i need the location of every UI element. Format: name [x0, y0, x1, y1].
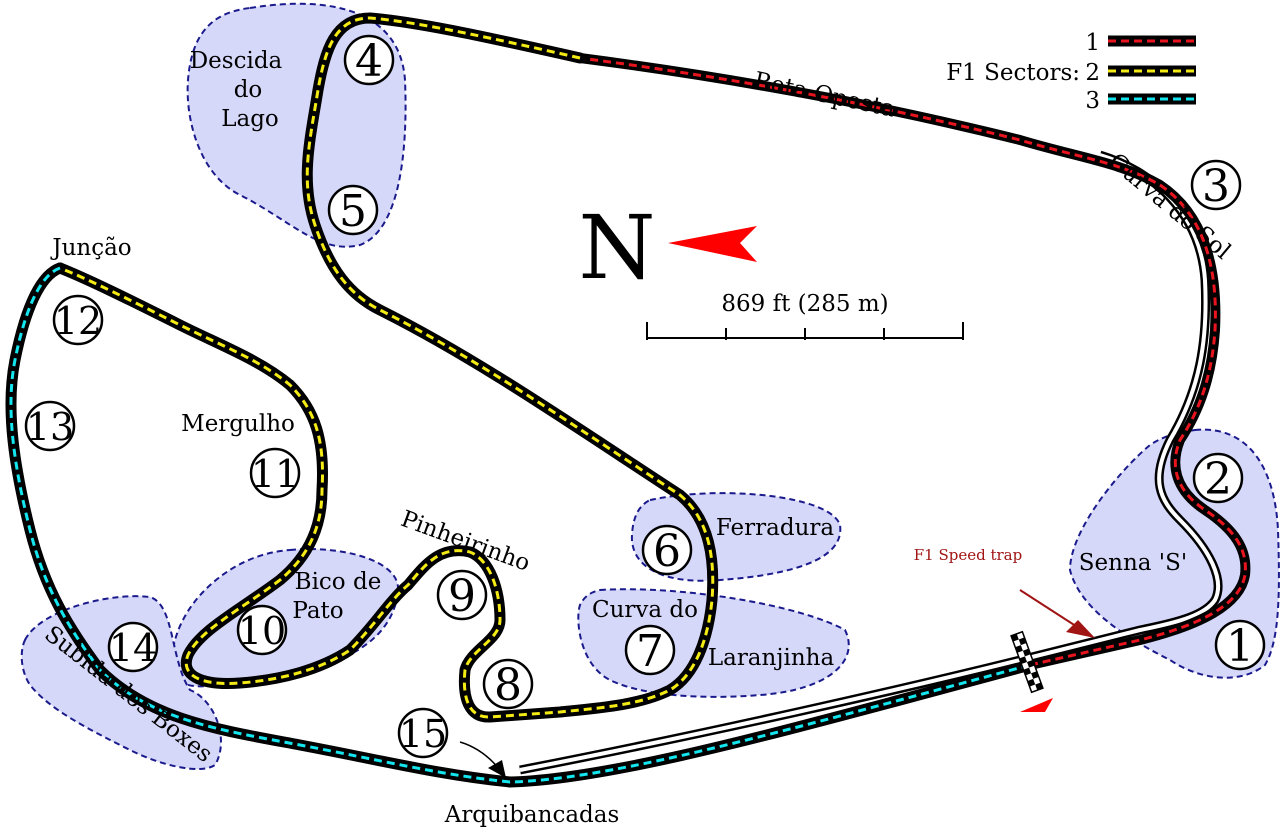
- svg-text:11: 11: [251, 452, 299, 496]
- corner-12: 12: [52, 294, 104, 346]
- compass: N: [579, 196, 757, 299]
- label-curva-do: Curva do: [592, 597, 698, 623]
- legend-label-3: 3: [1085, 88, 1100, 114]
- svg-text:10: 10: [238, 609, 286, 653]
- track-sector-1: [575, 53, 1251, 670]
- label-bico-line-1: Bico de: [295, 569, 382, 595]
- north-arrow-icon: [668, 226, 757, 262]
- turn-15-pointer: [459, 741, 506, 778]
- scale-bar: [646, 322, 964, 340]
- corner-2: 2: [1192, 452, 1244, 505]
- speed-trap-marker: F1 Speed trap: [914, 546, 1095, 638]
- speed-trap-label: F1 Speed trap: [914, 546, 1022, 564]
- start-finish-line: [1010, 630, 1044, 694]
- corner-7: 7: [624, 624, 676, 677]
- svg-text:13: 13: [26, 405, 74, 449]
- label-descida-line-3: Lago: [221, 106, 279, 132]
- corner-8: 8: [482, 658, 534, 711]
- north-label: N: [579, 196, 656, 299]
- svg-text:9: 9: [448, 571, 476, 622]
- scale-label: 869 ft (285 m): [721, 291, 888, 317]
- corner-9: 9: [436, 569, 488, 622]
- legend-label-1: 1: [1085, 30, 1100, 56]
- corner-15: 15: [397, 707, 449, 759]
- corner-1: 1: [1214, 619, 1266, 672]
- label-arquibancadas: Arquibancadas: [444, 802, 620, 828]
- svg-text:3: 3: [1202, 161, 1230, 212]
- svg-text:14: 14: [109, 626, 157, 670]
- label-descida-line-2: do: [234, 77, 263, 103]
- svg-text:1: 1: [1226, 621, 1254, 672]
- svg-text:4: 4: [355, 36, 383, 87]
- corner-4: 4: [343, 34, 395, 87]
- label-senna-s: Senna 'S': [1079, 550, 1187, 576]
- label-mergulho: Mergulho: [181, 411, 295, 437]
- corner-14: 14: [107, 621, 159, 673]
- corner-3: 3: [1190, 159, 1242, 212]
- corner-6: 6: [641, 524, 693, 577]
- svg-text:2: 2: [1204, 454, 1232, 505]
- svg-text:5: 5: [339, 186, 367, 237]
- legend-title: F1 Sectors:: [946, 60, 1080, 86]
- svg-text:15: 15: [399, 712, 447, 756]
- legend: F1 Sectors: 1 2 3: [946, 30, 1196, 114]
- label-ferradura: Ferradura: [716, 515, 835, 541]
- corner-numbers: 1 2 3 4 5 6 7 8 9 10 11 12 13 14 15: [24, 34, 1266, 759]
- label-laranjinha: Laranjinha: [708, 645, 835, 671]
- label-descida-line-1: Descida: [190, 48, 283, 74]
- label-bico-line-2: Pato: [292, 598, 343, 624]
- svg-text:7: 7: [636, 626, 664, 677]
- track-sector-3: [5, 262, 1036, 788]
- legend-label-2: 2: [1085, 60, 1100, 86]
- start-direction-arrow: [1020, 698, 1053, 712]
- svg-text:8: 8: [494, 660, 522, 711]
- corner-11: 11: [249, 447, 301, 499]
- svg-text:12: 12: [54, 299, 102, 343]
- label-juncao: Junção: [50, 235, 131, 261]
- track-sector-2: [54, 12, 719, 723]
- pit-lane: [519, 150, 1223, 775]
- svg-text:6: 6: [653, 526, 681, 577]
- corner-13: 13: [24, 400, 76, 452]
- corner-5: 5: [327, 184, 379, 237]
- label-reta-oposta: Reta Oposta: [752, 68, 898, 123]
- corner-10: 10: [236, 604, 288, 656]
